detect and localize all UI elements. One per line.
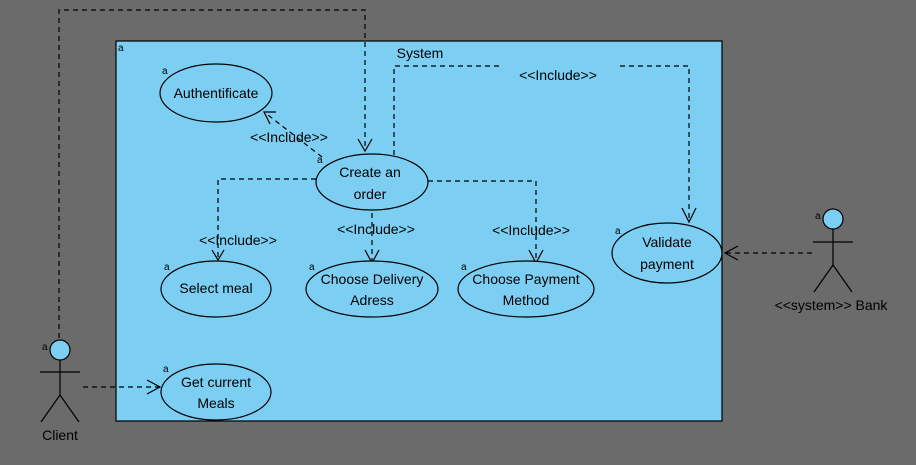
client-create-order-arrowhead bbox=[357, 138, 373, 153]
actor-client: a Client bbox=[40, 339, 80, 443]
client-actor-icon bbox=[49, 339, 71, 361]
client-get-meals-arrowhead bbox=[146, 379, 162, 395]
include-validate-label: <<Include>> bbox=[519, 67, 597, 83]
svg-text:Method: Method bbox=[503, 292, 550, 308]
use-case-select-meal: Select meal a bbox=[160, 260, 272, 318]
svg-text:Meals: Meals bbox=[197, 395, 234, 411]
svg-text:Choose Delivery: Choose Delivery bbox=[321, 271, 424, 287]
svg-text:Get current: Get current bbox=[181, 374, 251, 390]
system-tag: a bbox=[118, 43, 124, 54]
system-title: System bbox=[397, 45, 444, 61]
svg-text:Create an: Create an bbox=[339, 164, 400, 180]
use-case-get-current-meals: Get current Meals a bbox=[160, 363, 272, 421]
include-validate-label-bg bbox=[500, 62, 618, 80]
include-payment-link bbox=[428, 180, 537, 262]
svg-text:Choose Payment: Choose Payment bbox=[472, 271, 580, 287]
svg-text:order: order bbox=[354, 186, 387, 202]
svg-text:a: a bbox=[317, 155, 323, 166]
svg-text:Validate: Validate bbox=[642, 234, 692, 250]
svg-text:a: a bbox=[815, 211, 821, 222]
include-select-meal-arrowhead bbox=[211, 249, 225, 262]
include-validate-arrowhead bbox=[681, 207, 697, 224]
bank-actor-icon bbox=[822, 208, 844, 230]
use-case-choose-payment: Choose Payment Method a bbox=[457, 260, 595, 318]
use-case-choose-delivery: Choose Delivery Adress a bbox=[305, 260, 439, 318]
include-authenticate-label: <<Include>> bbox=[250, 129, 328, 145]
client-create-order-link bbox=[58, 9, 366, 338]
svg-text:payment: payment bbox=[640, 256, 694, 272]
actor-bank: a <<system>> Bank bbox=[775, 208, 889, 313]
bank-validate-arrowhead bbox=[723, 245, 739, 261]
include-authenticate-link bbox=[267, 114, 323, 158]
svg-text:a: a bbox=[309, 262, 315, 273]
include-authenticate-arrowhead bbox=[263, 111, 276, 125]
use-case-create-order: Create an order a bbox=[315, 153, 429, 211]
svg-text:a: a bbox=[162, 66, 168, 77]
svg-text:a: a bbox=[615, 226, 621, 237]
client-label: Client bbox=[42, 427, 78, 443]
bank-label: <<system>> Bank bbox=[775, 297, 889, 313]
svg-text:Select meal: Select meal bbox=[179, 280, 252, 296]
svg-text:a: a bbox=[42, 342, 48, 353]
include-select-meal-label: <<Include>> bbox=[199, 232, 277, 248]
svg-text:a: a bbox=[164, 262, 170, 273]
use-case-validate-payment: Validate payment a bbox=[611, 222, 723, 284]
svg-text:a: a bbox=[163, 364, 169, 375]
include-payment-label: <<Include>> bbox=[492, 222, 570, 238]
use-case-authentificate: Authentificate a bbox=[159, 63, 273, 123]
svg-text:Authentificate: Authentificate bbox=[174, 85, 259, 101]
include-delivery-label: <<Include>> bbox=[337, 221, 415, 237]
svg-text:a: a bbox=[461, 262, 467, 273]
svg-text:Adress: Adress bbox=[350, 292, 394, 308]
